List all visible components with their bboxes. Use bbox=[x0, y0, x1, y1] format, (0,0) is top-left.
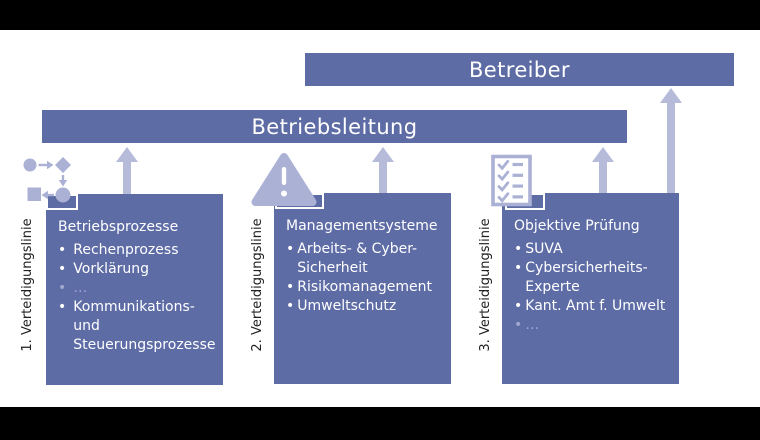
bullet-text: … bbox=[525, 317, 540, 333]
box-objektive-pruefung: Objektive Prüfung •SUVA •Cybersicherheit… bbox=[502, 193, 679, 384]
flowchart-process-icon bbox=[23, 157, 71, 203]
warning-triangle-icon bbox=[251, 153, 317, 206]
bullet-text: … bbox=[73, 280, 88, 296]
bullet-icon: • bbox=[286, 241, 295, 257]
list-item: •Arbeits- & Cyber- Sicherheit bbox=[286, 240, 443, 278]
bullet-icon: • bbox=[286, 279, 295, 295]
bullet-icon: • bbox=[58, 280, 67, 296]
bullet-text: Kommunikations- und Steuerungsprozesse bbox=[73, 299, 216, 353]
box3-bullet-list: •SUVA •Cybersicherheits- Experte •Kant. … bbox=[514, 240, 671, 335]
bullet-text: Risikomanagement bbox=[297, 279, 433, 295]
box-managementsysteme: Managementsysteme •Arbeits- & Cyber- Sic… bbox=[274, 193, 451, 384]
bullet-icon: • bbox=[514, 260, 523, 276]
line-label-2: 2. Verteidigungslinie bbox=[250, 218, 265, 352]
arrow-up-box1-to-betriebsleitung bbox=[116, 147, 138, 194]
bullet-text: SUVA bbox=[525, 241, 563, 257]
bullet-icon: • bbox=[514, 298, 523, 314]
list-item: • Vorklärung bbox=[58, 260, 215, 279]
box2-title: Managementsysteme bbox=[286, 218, 438, 234]
list-item: • Rechenprozess bbox=[58, 241, 215, 260]
betriebsleitung-bar: Betriebsleitung bbox=[42, 110, 627, 143]
bullet-icon: • bbox=[58, 242, 67, 258]
bullet-icon: • bbox=[58, 299, 67, 315]
box1-title: Betriebsprozesse bbox=[58, 219, 179, 235]
bullet-text: Arbeits- & Cyber- Sicherheit bbox=[297, 241, 418, 276]
list-item: •Cybersicherheits- Experte bbox=[514, 259, 671, 297]
bullet-text: Kant. Amt f. Umwelt bbox=[525, 298, 666, 314]
box-betriebsprozesse: Betriebsprozesse • Rechenprozess • Vorklär… bbox=[46, 194, 223, 385]
betriebsleitung-label: Betriebsleitung bbox=[251, 114, 418, 139]
box1-bullet-list: •Rechenprozess •Vorklärung •… •Kommunika… bbox=[58, 241, 216, 355]
list-item: •Risikomanagement bbox=[286, 278, 443, 297]
bullet-text: Vorklärung bbox=[73, 261, 150, 277]
arrow-up-box3-to-betriebsleitung bbox=[592, 147, 614, 193]
list-item: •SUVA bbox=[514, 240, 671, 259]
bullet-icon: • bbox=[58, 261, 67, 277]
bullet-icon: • bbox=[286, 298, 295, 314]
bullet-icon: • bbox=[514, 241, 523, 257]
list-item: • Kommunikations- und Steuerungsprozesse bbox=[58, 298, 216, 355]
list-item: •… bbox=[58, 279, 215, 298]
box2-bullet-list: •Arbeits- & Cyber- Sicherheit •Risikoman… bbox=[286, 240, 443, 316]
list-item: •… bbox=[514, 316, 671, 335]
betreiber-bar: Betreiber bbox=[305, 53, 734, 86]
letterbox-bottom bbox=[0, 407, 760, 440]
line-label-1: 1. Verteidigungslinie bbox=[20, 218, 35, 352]
bullet-icon: • bbox=[514, 317, 523, 333]
bullet-text: Cybersicherheits- Experte bbox=[525, 260, 648, 295]
bullet-text: Umweltschutz bbox=[297, 298, 397, 314]
betreiber-label: Betreiber bbox=[469, 57, 570, 82]
bullet-text: Rechenprozess bbox=[73, 242, 179, 258]
list-item: •Kant. Amt f. Umwelt bbox=[514, 297, 671, 316]
letterbox-top bbox=[0, 0, 760, 30]
checklist-icon bbox=[491, 154, 532, 207]
line-label-3: 3. Verteidigungslinie bbox=[478, 218, 493, 352]
arrow-up-box2-to-betriebsleitung bbox=[372, 147, 394, 193]
arrow-up-box3-to-betreiber bbox=[660, 88, 682, 193]
list-item: •Umweltschutz bbox=[286, 297, 443, 316]
box3-title: Objektive Prüfung bbox=[514, 218, 640, 234]
